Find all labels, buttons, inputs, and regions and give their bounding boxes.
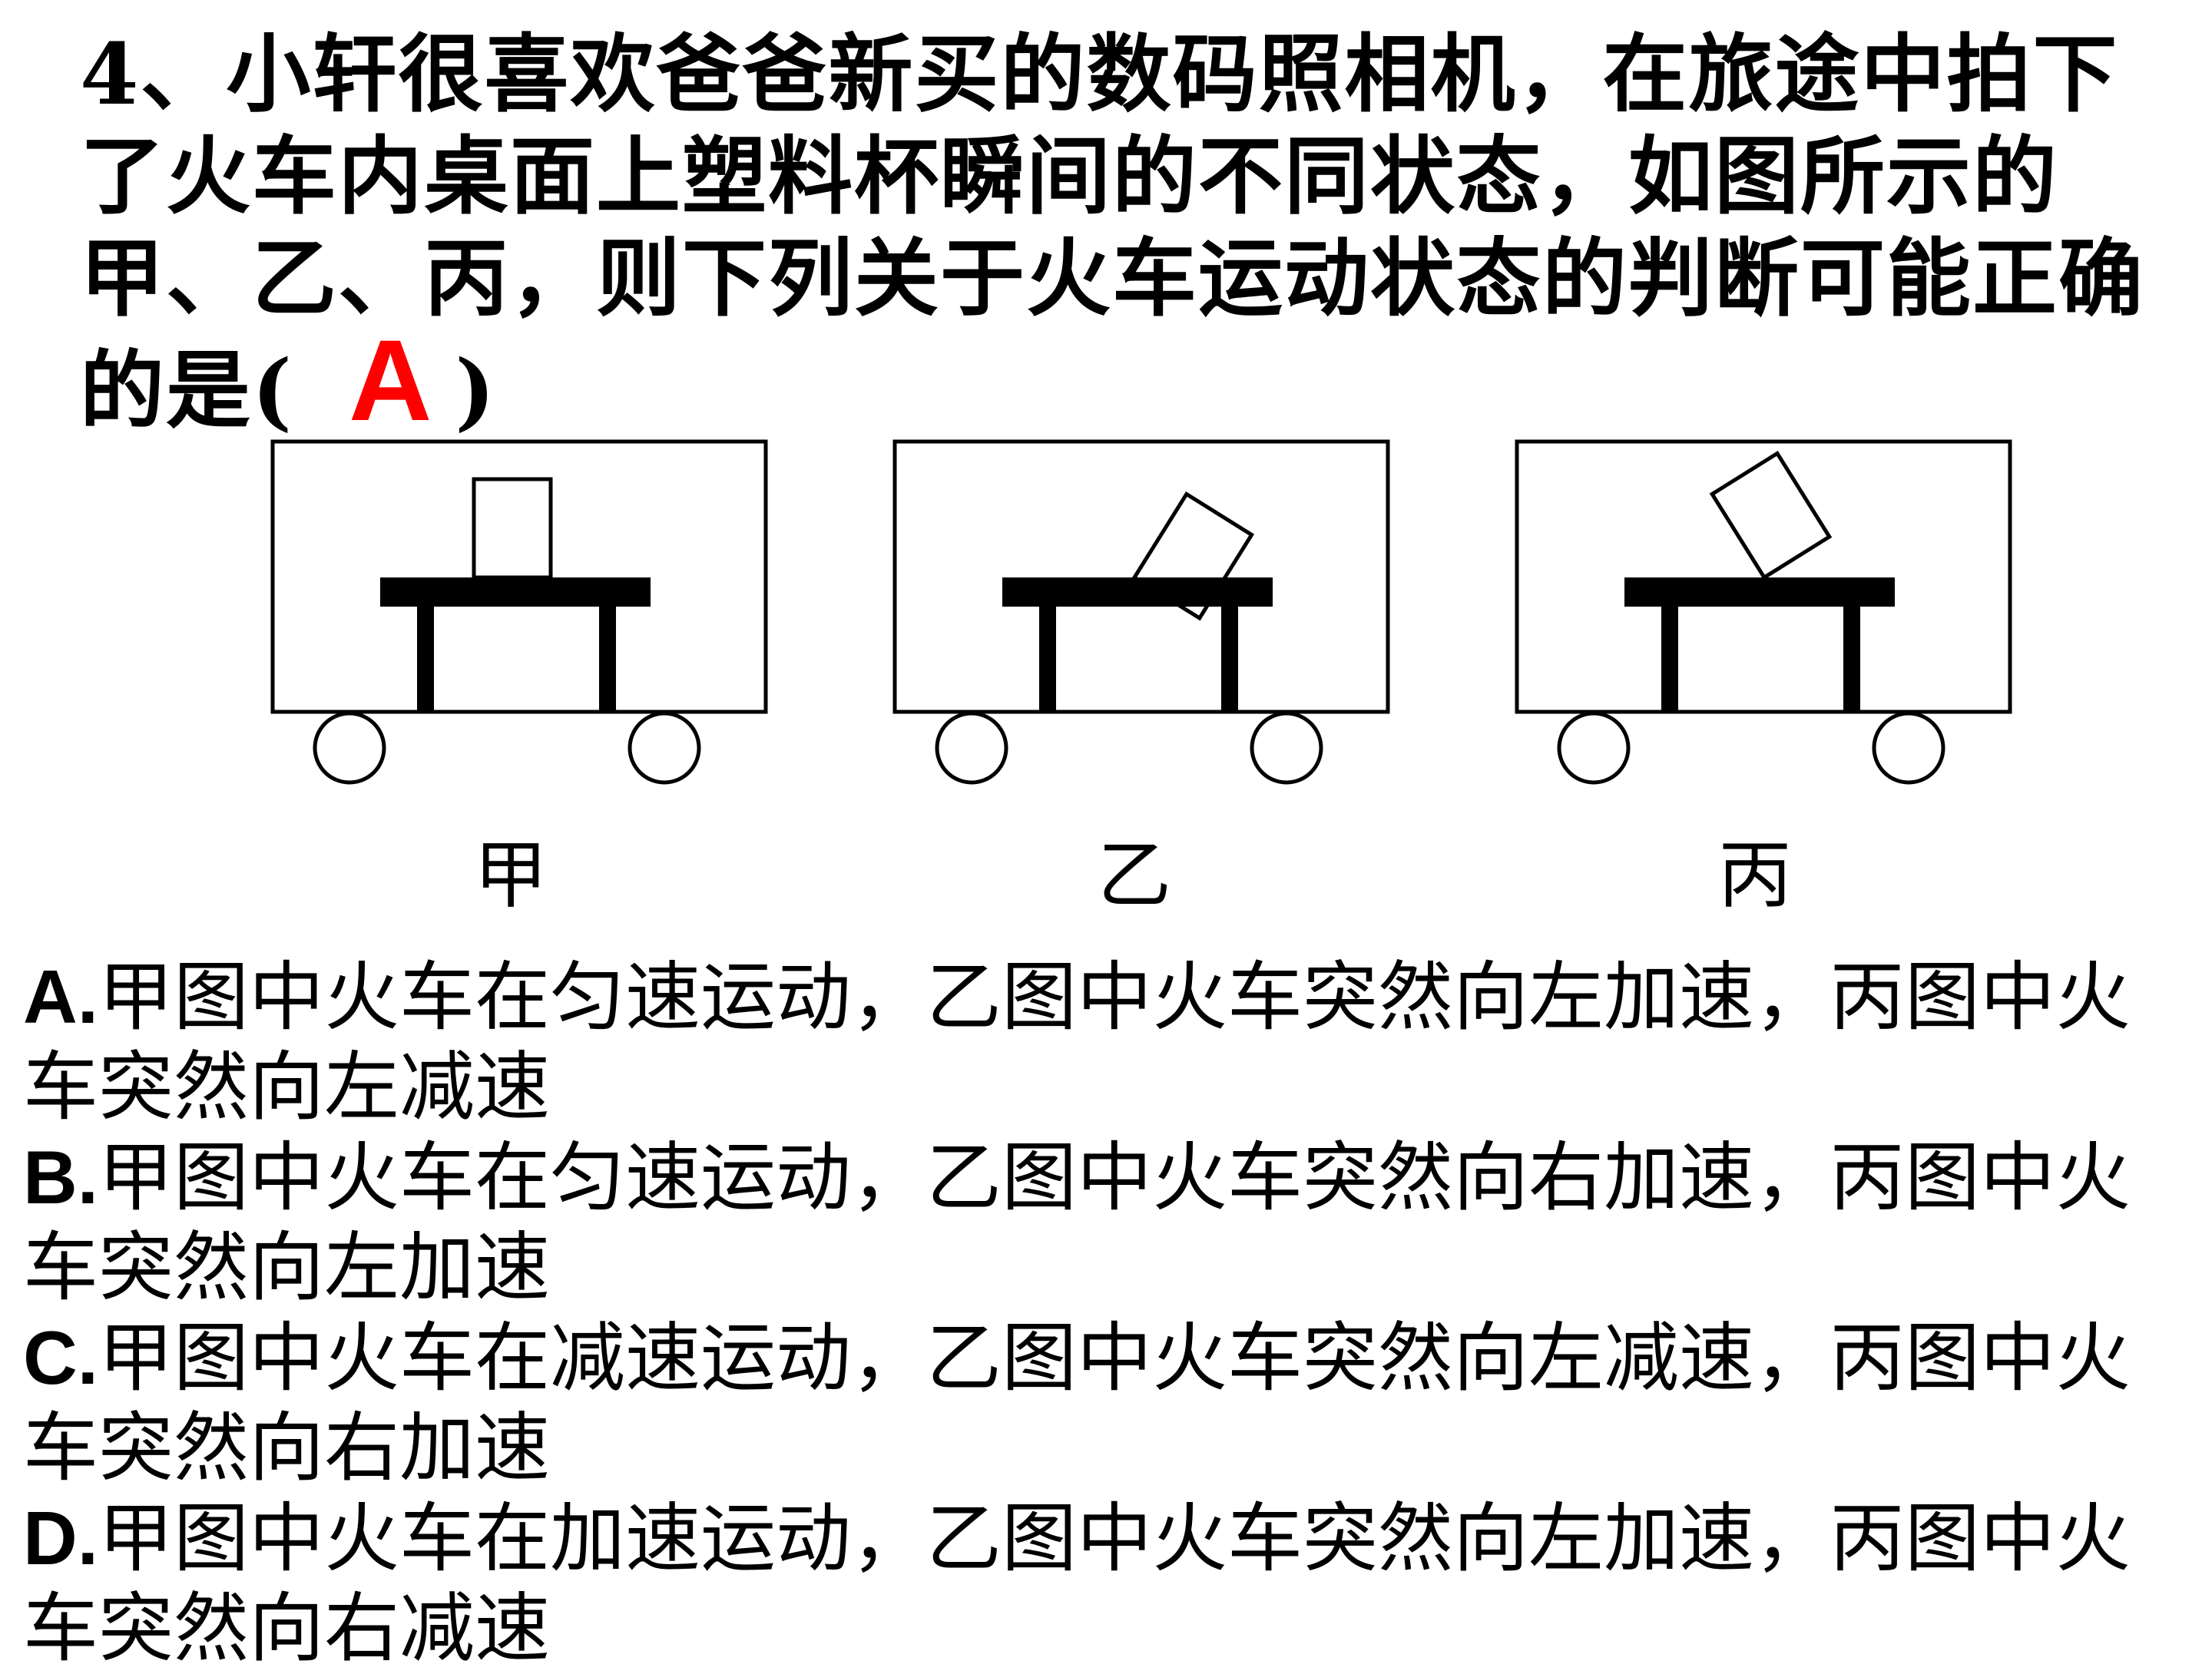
option-text: 甲图中火车在加速运动，乙图中火车突然向左加速，丙图中火车突然向右减速	[23, 1495, 2131, 1672]
table-leg-left	[1039, 607, 1056, 712]
carriage-body	[892, 439, 1390, 714]
carriage-body	[1515, 439, 2012, 714]
figure-label-bing: 丙	[1718, 832, 1792, 918]
table-leg-right	[599, 607, 616, 712]
option-text: 甲图中火车在匀速运动，乙图中火车突然向右加速，丙图中火车突然向左加速	[23, 1134, 2131, 1312]
train-carriage-bing	[1515, 439, 2012, 785]
table-top	[1002, 577, 1273, 607]
question-closing-paren: )	[455, 341, 497, 440]
figure-label-yi: 乙	[1098, 832, 1171, 918]
train-carriage-yi	[892, 439, 1390, 785]
option-d: D.甲图中火车在加速运动，乙图中火车突然向左加速，丙图中火车突然向右减速	[23, 1494, 2197, 1674]
table-leg-right	[1221, 607, 1238, 712]
wheel-right	[1250, 711, 1323, 785]
wheel-left	[935, 711, 1008, 785]
wheel-right	[628, 711, 701, 785]
option-letter: D.	[23, 1496, 98, 1580]
option-letter: B.	[23, 1135, 98, 1219]
wheel-left	[1557, 711, 1631, 785]
wheel-right	[1872, 711, 1945, 785]
carriage-body	[270, 439, 768, 714]
answer-mark: A	[349, 316, 434, 445]
figure-label-jia: 甲	[474, 832, 548, 918]
table-leg-left	[1661, 607, 1678, 712]
table-top	[380, 577, 651, 607]
option-text: 甲图中火车在减速运动，乙图中火车突然向左减速，丙图中火车突然向右加速	[23, 1315, 2131, 1492]
cup	[1709, 451, 1833, 581]
option-letter: A.	[23, 954, 98, 1039]
option-text: 甲图中火车在匀速运动，乙图中火车突然向左加速，丙图中火车突然向左减速	[23, 954, 2131, 1131]
train-carriage-jia	[270, 439, 768, 785]
option-a: A.甲图中火车在匀速运动，乙图中火车突然向左加速，丙图中火车突然向左减速	[23, 952, 2197, 1133]
options-list: A.甲图中火车在匀速运动，乙图中火车突然向左加速，丙图中火车突然向左减速 B.甲…	[23, 952, 2197, 1674]
wheel-left	[313, 711, 386, 785]
table-top	[1624, 577, 1895, 607]
table-leg-right	[1843, 607, 1860, 712]
option-c: C.甲图中火车在减速运动，乙图中火车突然向左减速，丙图中火车突然向右加速	[23, 1313, 2197, 1494]
cup	[472, 477, 553, 580]
option-letter: C.	[23, 1315, 98, 1400]
question-stem: 4、小轩很喜欢爸爸新买的数码照相机，在旅途中拍下了火车内桌面上塑料杯瞬间的不同状…	[80, 25, 2144, 440]
option-b: B.甲图中火车在匀速运动，乙图中火车突然向右加速，丙图中火车突然向左加速	[23, 1133, 2197, 1313]
question-text: 4、小轩很喜欢爸爸新买的数码照相机，在旅途中拍下了火车内桌面上塑料杯瞬间的不同状…	[80, 23, 2184, 442]
table-leg-left	[417, 607, 434, 712]
